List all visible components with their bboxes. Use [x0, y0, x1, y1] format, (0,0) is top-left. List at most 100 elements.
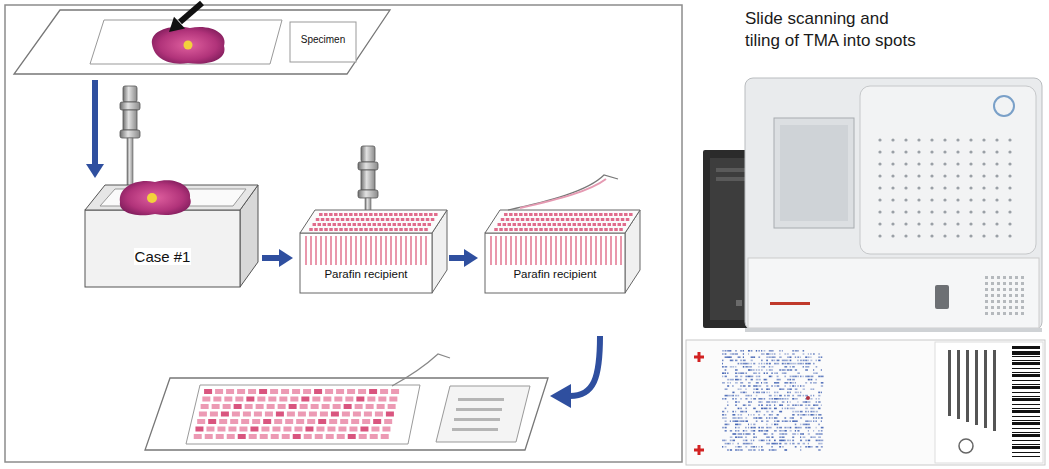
tissue-speck	[779, 369, 781, 371]
tissue-spot	[252, 419, 260, 424]
tissue-speck	[753, 363, 755, 365]
tissue-speck	[784, 353, 786, 355]
tissue-core	[564, 213, 568, 216]
tissue-speck	[808, 427, 811, 429]
core-column	[415, 236, 417, 265]
core-column	[525, 236, 527, 265]
tissue-speck	[745, 446, 747, 448]
tissue-speck	[727, 385, 729, 387]
tissue-speck	[774, 353, 775, 355]
tissue-speck	[735, 369, 738, 371]
tissue-core	[426, 218, 430, 221]
tissue-core	[369, 213, 373, 216]
tissue-speck	[730, 449, 732, 451]
tissue-speck	[735, 372, 737, 374]
tissue-core	[349, 228, 353, 231]
tissue-speck	[766, 417, 767, 419]
tissue-speck	[761, 366, 764, 368]
vent-dot	[995, 234, 998, 237]
tissue-spot	[307, 419, 315, 424]
core-column	[595, 236, 597, 265]
tissue-speck	[808, 376, 810, 378]
tissue-spot	[239, 427, 247, 432]
tissue-speck	[725, 443, 727, 445]
tissue-speck	[805, 369, 808, 371]
vent-dot	[1008, 174, 1011, 177]
tissue-spot	[265, 412, 273, 417]
tissue-speck	[751, 401, 752, 403]
vent-dot	[982, 162, 985, 165]
target-area	[147, 193, 157, 203]
vent-dot	[995, 150, 998, 153]
tissue-spot	[303, 389, 311, 394]
tissue-core	[374, 213, 378, 216]
vent-dot	[878, 210, 881, 213]
tissue-speck	[790, 369, 793, 371]
tissue-core	[404, 213, 408, 216]
barcode-bar	[1012, 456, 1040, 457]
tissue-speck	[813, 372, 816, 374]
tissue-speck	[790, 366, 791, 368]
tissue-core	[388, 223, 392, 226]
tissue-speck	[816, 379, 817, 381]
tissue-core	[376, 218, 380, 221]
tissue-speck	[769, 440, 771, 442]
tissue-speck	[722, 427, 724, 429]
tissue-speck	[813, 430, 814, 432]
tissue-speck	[792, 395, 794, 397]
tissue-core	[546, 218, 550, 221]
vent-slot	[997, 288, 1000, 291]
core-column	[305, 236, 307, 265]
tissue-spot	[205, 434, 213, 439]
tissue-speck	[751, 414, 752, 416]
tissue-speck	[766, 420, 768, 422]
core-column	[555, 236, 557, 265]
recipient-block: Parafin recipient	[480, 205, 640, 295]
tissue-speck	[821, 417, 823, 419]
vent-dot	[891, 138, 894, 141]
tissue-speck	[756, 395, 758, 397]
vent-dot	[969, 198, 972, 201]
tissue-core	[314, 228, 318, 231]
vent-dot	[878, 174, 881, 177]
vent-slot	[985, 288, 988, 291]
tissue-speck	[797, 376, 798, 378]
tissue-speck	[758, 366, 759, 368]
vent-slot	[1015, 276, 1018, 279]
block-top	[485, 210, 640, 233]
tissue-speck	[787, 401, 788, 403]
tissue-speck	[730, 360, 733, 362]
tissue-speck	[771, 449, 774, 451]
tissue-speck	[761, 417, 762, 419]
tissue-speck	[732, 385, 733, 387]
tissue-core	[584, 228, 588, 231]
tissue-speck	[743, 360, 746, 362]
vent-slot	[1009, 276, 1012, 279]
tissue-core	[623, 223, 627, 226]
tissue-speck	[735, 427, 736, 429]
slide-label-area	[436, 386, 530, 442]
tissue-core	[371, 218, 375, 221]
barcode-bar	[1012, 392, 1040, 393]
tissue-speck	[797, 350, 799, 352]
vent-slot	[1021, 312, 1024, 315]
tissue-core	[578, 223, 582, 226]
tissue-speck	[730, 366, 732, 368]
tissue-core	[316, 218, 320, 221]
vent-slot	[1015, 294, 1018, 297]
vent-dot	[878, 138, 881, 141]
tissue-speck	[774, 424, 776, 426]
tissue-speck	[805, 366, 808, 368]
tissue-speck	[725, 356, 728, 358]
tissue-speck	[745, 392, 747, 394]
tissue-spot	[217, 427, 225, 432]
tissue-core	[596, 218, 600, 221]
tissue-speck	[735, 353, 738, 355]
tissue-speck	[782, 350, 783, 352]
tissue-speck	[777, 372, 778, 374]
tissue-speck	[813, 414, 814, 416]
tissue-speck	[753, 446, 755, 448]
tissue-speck	[779, 398, 781, 400]
tissue-speck	[803, 414, 806, 416]
vent-slot	[1009, 306, 1012, 309]
